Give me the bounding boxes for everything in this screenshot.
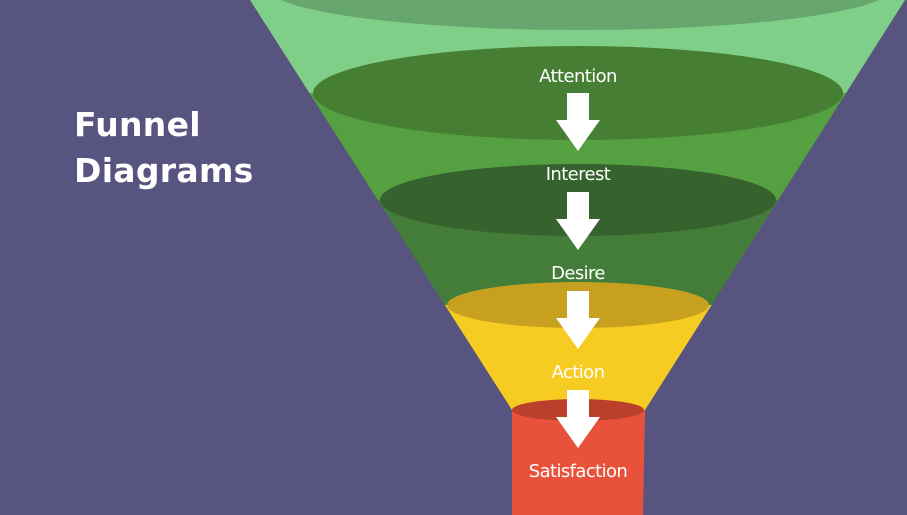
stage-label-interest: Interest xyxy=(546,164,611,185)
flow-arrows xyxy=(556,93,600,448)
arrow-down-icon xyxy=(556,291,600,349)
stage-label-satisfaction: Satisfaction xyxy=(529,461,627,482)
title-line-1: Funnel xyxy=(74,105,201,144)
funnel-rim-top xyxy=(268,0,892,30)
stage-label-attention: Attention xyxy=(539,66,617,87)
stage-label-desire: Desire xyxy=(551,263,605,284)
stage-label-action: Action xyxy=(552,362,605,383)
arrow-down-icon xyxy=(556,390,600,448)
funnel-band-satisfaction xyxy=(250,410,907,515)
funnel-band-desire xyxy=(250,305,907,415)
arrow-down-icon xyxy=(556,192,600,250)
arrow-down-icon xyxy=(556,93,600,151)
diagram-title: Funnel Diagrams xyxy=(74,102,254,194)
title-line-2: Diagrams xyxy=(74,151,254,190)
